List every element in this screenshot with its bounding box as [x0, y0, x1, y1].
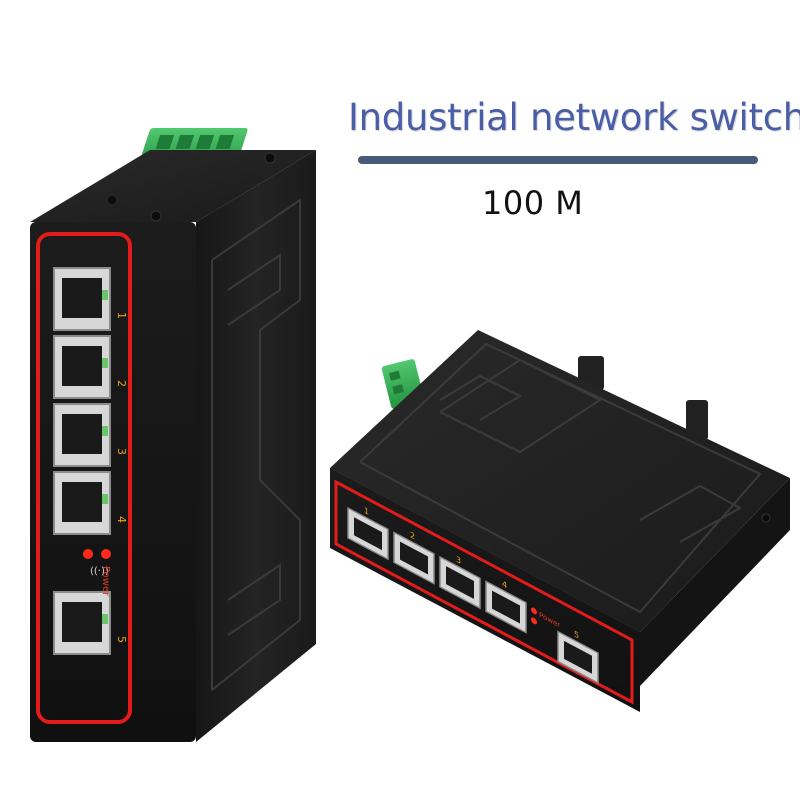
horizontal-port-3[interactable] [439, 555, 481, 610]
vertical-port-label: 4 [115, 516, 128, 523]
vertical-port-4[interactable] [53, 471, 111, 535]
horizontal-port-5[interactable] [557, 630, 599, 685]
horizontal-port-2[interactable] [393, 531, 435, 585]
vertical-port-5[interactable] [53, 591, 111, 655]
horizontal-link-led-icon [531, 617, 537, 625]
vertical-port-label: 3 [115, 448, 128, 455]
vertical-switch: 1 2 3 4 5 ((·)) Power [30, 128, 316, 742]
horizontal-switch: 1 2 3 4 5 Power [330, 330, 790, 712]
link-led-icon [101, 549, 111, 559]
horizontal-port-1[interactable] [347, 506, 389, 561]
vertical-port-label: 1 [115, 312, 128, 319]
horizontal-port-label: 1 [364, 506, 369, 518]
vertical-power-label: Power [100, 566, 111, 597]
signal-icon: ((·)) [90, 566, 109, 577]
horizontal-power-led-icon [531, 607, 537, 615]
horizontal-port-4[interactable] [485, 580, 527, 634]
vertical-port-2[interactable] [53, 335, 111, 399]
title-underline [358, 156, 758, 164]
vertical-top-face [30, 150, 316, 222]
horizontal-red-trim [334, 479, 634, 705]
horizontal-port-label: 5 [574, 630, 579, 642]
horizontal-port-label: 2 [410, 530, 415, 542]
vertical-port-label: 5 [115, 636, 128, 643]
vertical-port-3[interactable] [53, 403, 111, 467]
speed-label: 100 M [482, 184, 584, 222]
vertical-side-face [196, 150, 316, 742]
vertical-port-1[interactable] [53, 267, 111, 331]
horizontal-side-face [640, 478, 790, 686]
vertical-port-label: 2 [115, 380, 128, 387]
horizontal-port-label: 3 [456, 555, 461, 567]
product-title: Industrial network switch [348, 96, 800, 139]
power-led-icon [83, 549, 93, 559]
horizontal-top-face [330, 330, 790, 632]
horizontal-port-label: 4 [502, 579, 507, 591]
vertical-red-trim [36, 232, 132, 724]
